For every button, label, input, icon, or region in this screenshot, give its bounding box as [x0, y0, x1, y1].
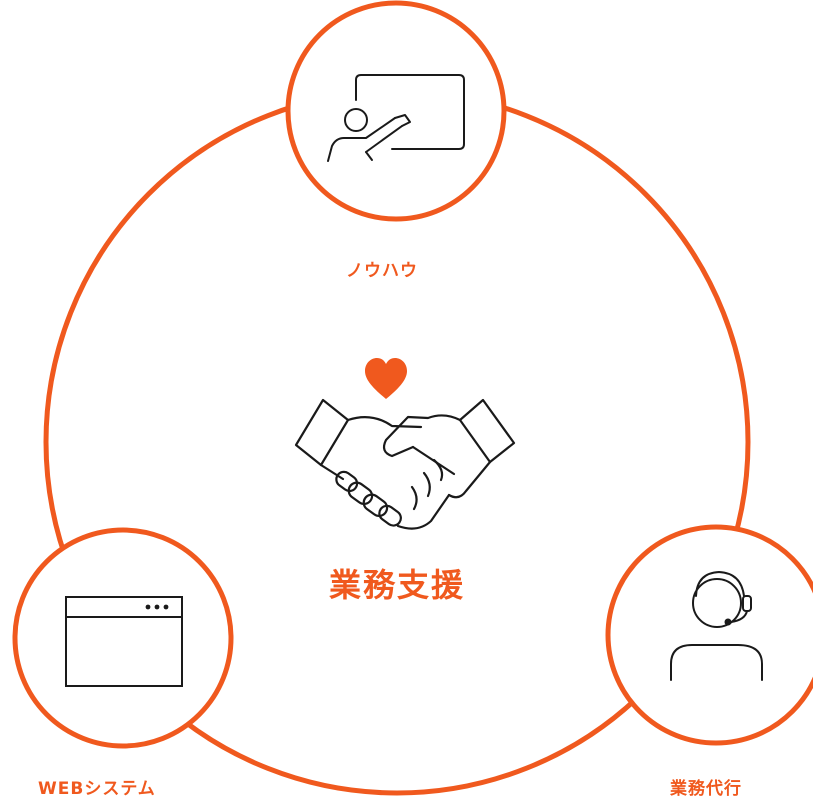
- node-outsourcing: [605, 524, 813, 746]
- headset-operator-icon: [670, 571, 763, 681]
- node-web-label: WEBシステム: [38, 779, 156, 799]
- node-knowhow: [285, 0, 507, 222]
- node-knowhow-circle: [285, 0, 507, 222]
- center-label: 業務支援: [329, 566, 466, 604]
- node-knowhow-label: ノウハウ: [346, 261, 418, 281]
- browser-window-icon: [65, 596, 183, 687]
- node-outsourcing-label: 業務代行: [670, 779, 742, 799]
- presentation-icon: [327, 74, 465, 162]
- heart-icon: [365, 358, 407, 399]
- node-outsourcing-circle: [605, 524, 813, 746]
- node-web: [12, 527, 234, 749]
- handshake-icon: [294, 398, 516, 530]
- node-web-circle: [12, 527, 234, 749]
